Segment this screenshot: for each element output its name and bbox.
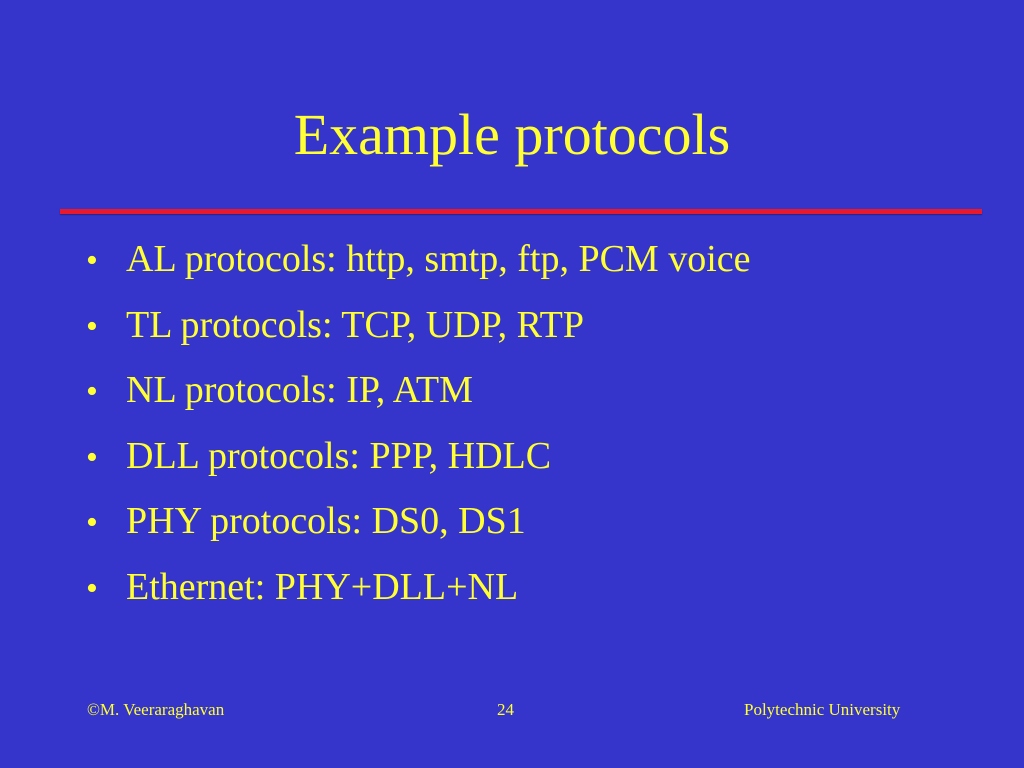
bullet-text: NL protocols: IP, ATM: [126, 369, 473, 411]
bullet-text: PHY protocols: DS0, DS1: [126, 500, 526, 542]
bullet-item: • AL protocols: http, smtp, ftp, PCM voi…: [86, 233, 751, 299]
bullet-text: DLL protocols: PPP, HDLC: [126, 434, 552, 477]
title-divider: [60, 209, 982, 214]
bullet-item: • NL protocols: IP, ATM: [86, 364, 751, 430]
bullet-item: • TL protocols: TCP, UDP, RTP: [86, 299, 751, 365]
bullet-icon: •: [86, 504, 98, 541]
bullet-icon: •: [86, 307, 98, 345]
bullet-list: • AL protocols: http, smtp, ftp, PCM voi…: [86, 233, 751, 626]
bullet-item: • Ethernet: PHY+DLL+NL: [86, 561, 751, 627]
bullet-item: • PHY protocols: DS0, DS1: [86, 495, 751, 561]
bullet-icon: •: [86, 242, 98, 279]
bullet-text: Ethernet: PHY+DLL+NL: [126, 565, 519, 608]
bullet-item: • DLL protocols: PPP, HDLC: [86, 430, 751, 496]
bullet-icon: •: [86, 569, 98, 607]
footer-page-number: 24: [497, 700, 514, 719]
bullet-icon: •: [86, 373, 98, 410]
bullet-icon: •: [86, 438, 98, 476]
footer-institution: Polytechnic University: [744, 700, 901, 719]
slide-title: Example protocols: [293, 102, 731, 167]
bullet-text: AL protocols: http, smtp, ftp, PCM voice: [126, 238, 751, 280]
bullet-text: TL protocols: TCP, UDP, RTP: [126, 303, 585, 346]
footer-author: ©M. Veeraraghavan: [87, 700, 225, 719]
